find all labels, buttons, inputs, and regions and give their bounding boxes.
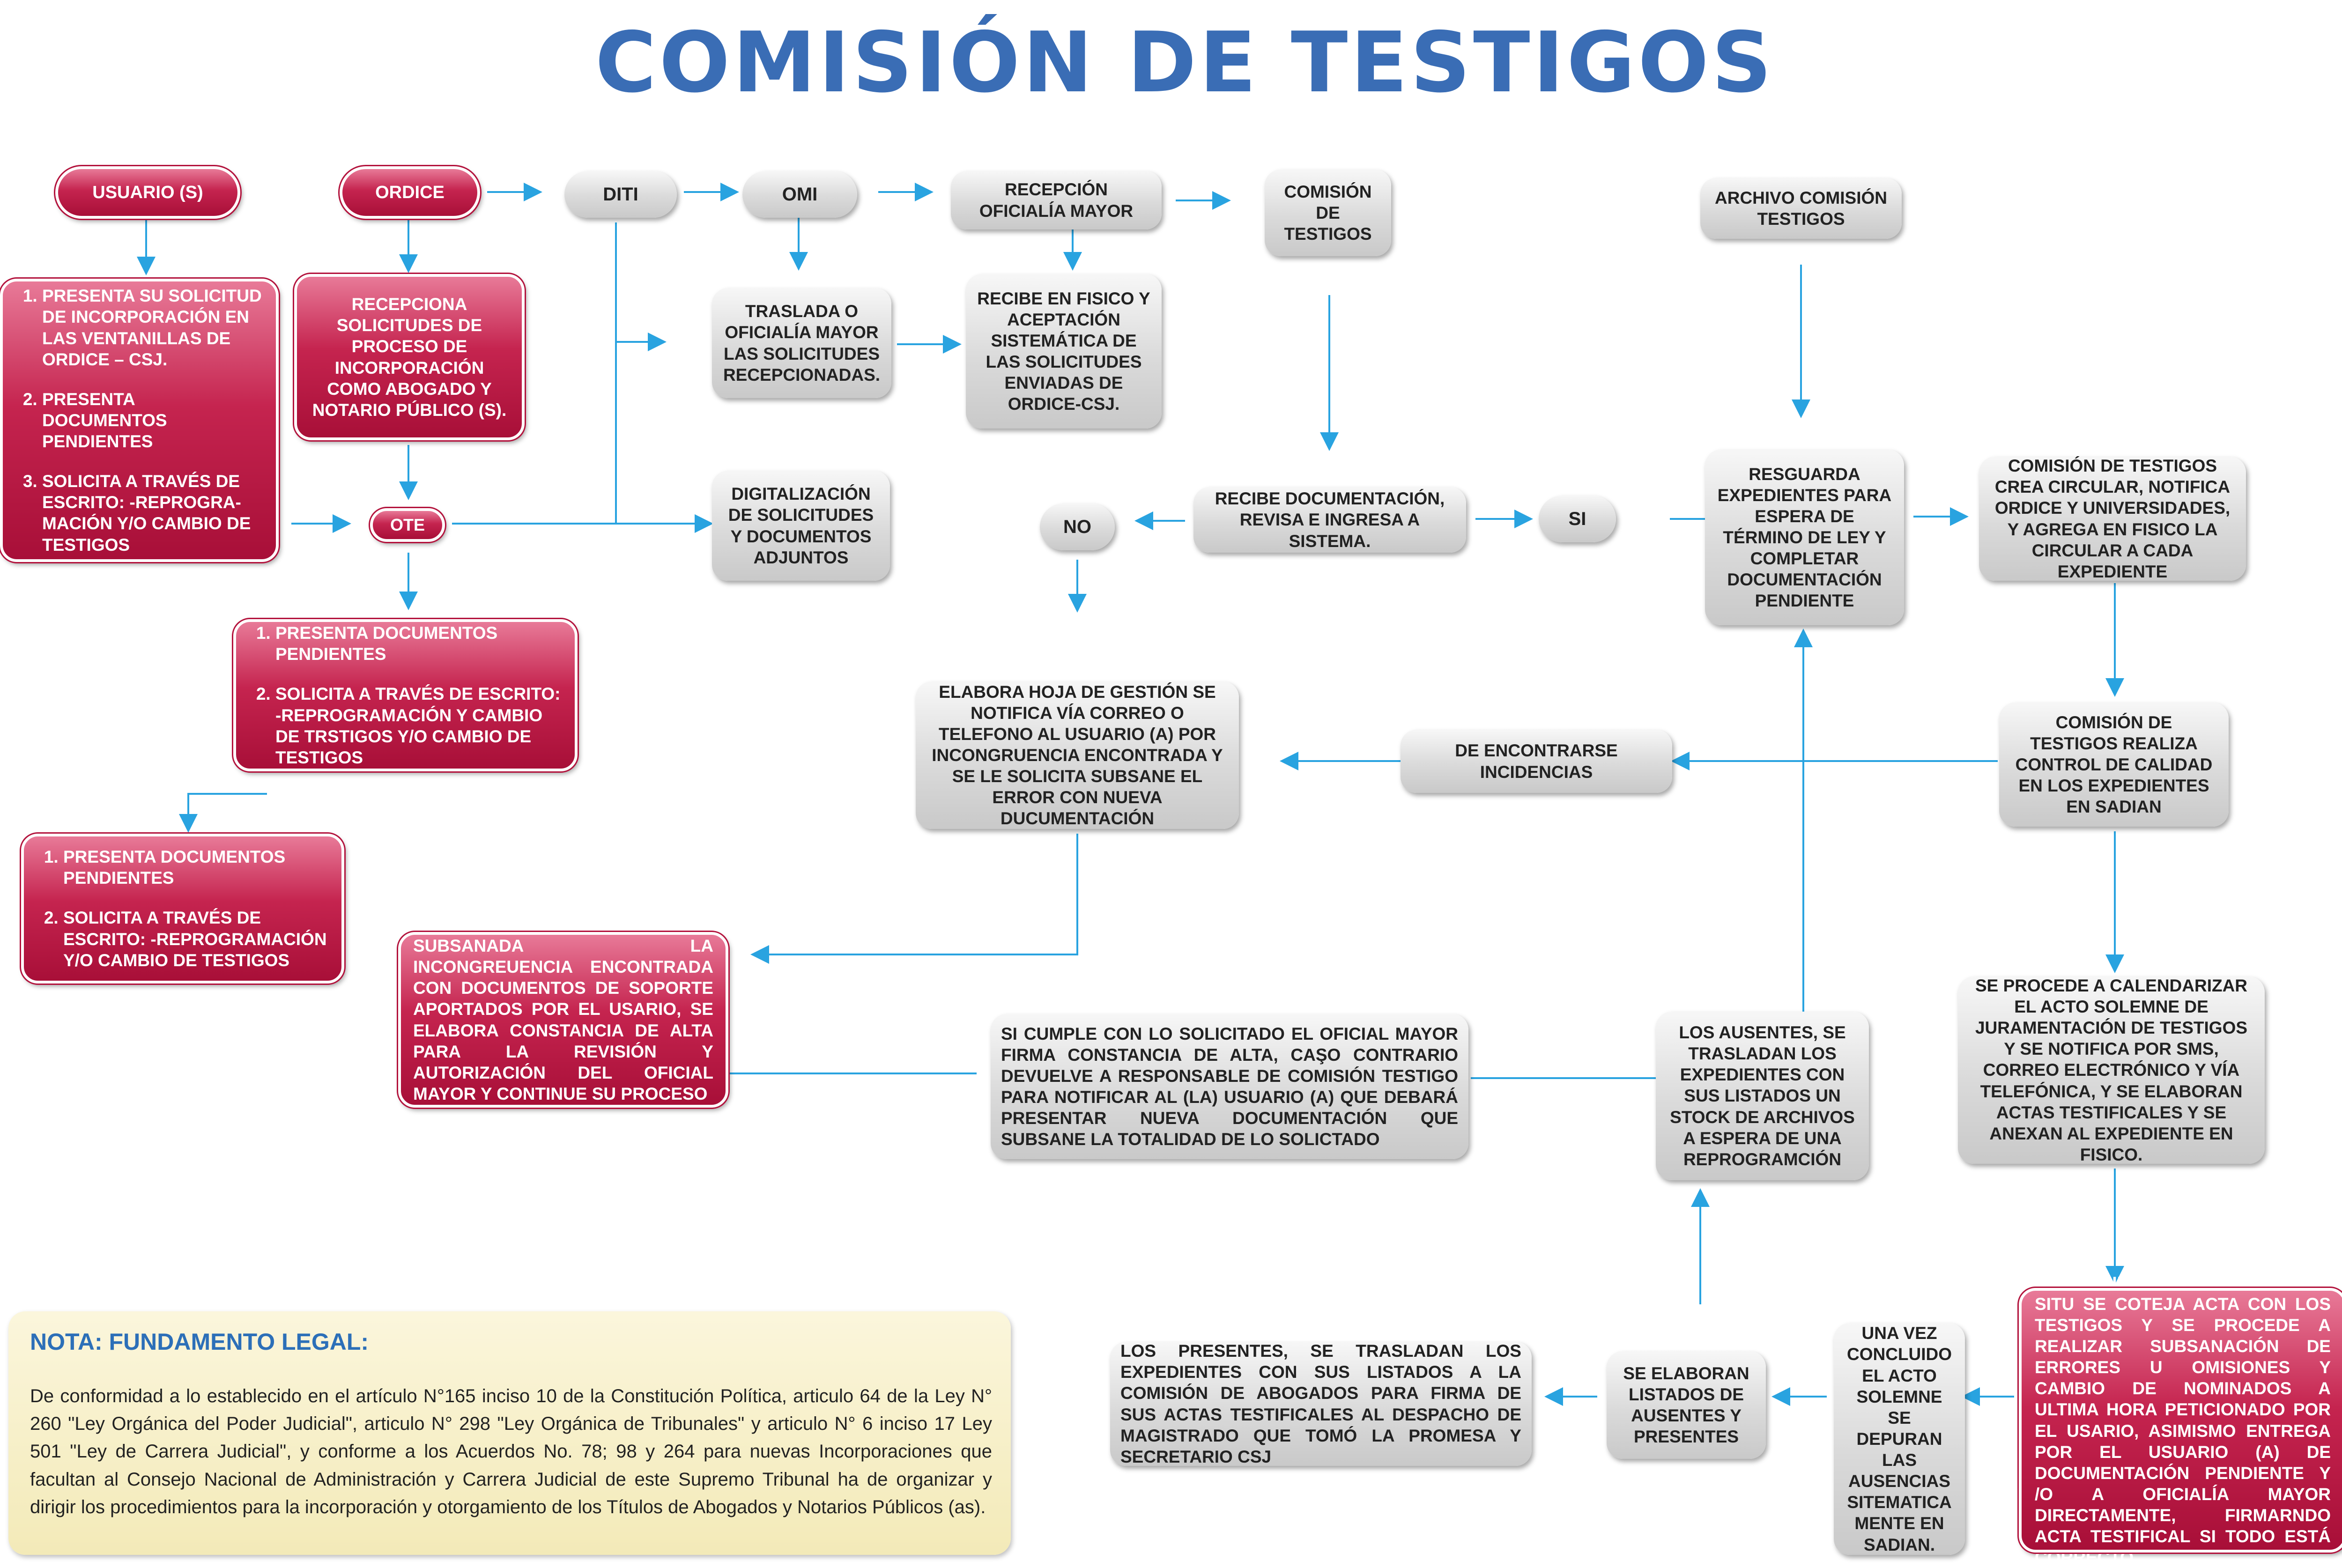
no-node: NO <box>1040 503 1115 550</box>
ordice-label: ORDICE <box>375 182 445 202</box>
recibe-fisico-label: RECIBE EN FISICO Y ACEPTACIÓN SISTEMÁTIC… <box>977 288 1150 414</box>
elaboran-listados-label: SE ELABORAN LISTADOS DE AUSENTES Y PRESE… <box>1623 1363 1749 1447</box>
recepcion-oficialia-label: RECEPCIÓN OFICIALÍA MAYOR <box>979 180 1134 221</box>
recepciona-label: RECEPCIONA SOLICITUDES DE PROCESO DE INC… <box>312 295 507 420</box>
si-cumple-label: SI CUMPLE CON LO SOLICITADO EL OFICIAL M… <box>1001 1024 1458 1149</box>
crea-circular-node: COMISIÓN DE TESTIGOS CREA CIRCULAR, NOTI… <box>1979 456 2246 581</box>
subsanada-node: SUBSANADA LA INCONGREUENCIA ENCONTRADA C… <box>397 931 730 1109</box>
ote-label: OTE <box>390 515 425 535</box>
omi-label: OMI <box>782 184 818 205</box>
control-calidad-node: COMISIÓN DE TESTIGOS REALIZA CONTROL DE … <box>1999 703 2229 827</box>
traslada-node: TRASLADA O OFICIALÍA MAYOR LAS SOLICITUD… <box>712 288 891 398</box>
recibe-doc-label: RECIBE DOCUMENTACIÓN, REVISA E INGRESA A… <box>1215 489 1445 551</box>
recibe-doc-node: RECIBE DOCUMENTACIÓN, REVISA E INGRESA A… <box>1193 487 1466 553</box>
ausentes-node: LOS AUSENTES, SE TRASLADAN LOS EXPEDIENT… <box>1656 1012 1869 1180</box>
diti-label: DITI <box>603 184 638 205</box>
comision-testigos-node: COMISIÓN DE TESTIGOS <box>1265 170 1391 256</box>
ote-step: SOLICITA A TRAVÉS DE ESCRITO: -REPROGRAM… <box>275 683 563 768</box>
usuario-node: USUARIO (S) <box>54 165 242 220</box>
omi-node: OMI <box>742 171 857 218</box>
final-step: SOLICITA A TRAVÉS DE ESCRITO: -REPROGRAM… <box>63 907 329 970</box>
una-vez-label: UNA VEZ CONCLUIDO EL ACTO SOLEMNE SE DEP… <box>1846 1324 1952 1554</box>
digitalizacion-label: DIGITALIZACIÓN DE SOLICITUDES Y DOCUMENT… <box>728 484 874 567</box>
una-vez-node: UNA VEZ CONCLUIDO EL ACTO SOLEMNE SE DEP… <box>1834 1323 1965 1555</box>
elaboran-listados-node: SE ELABORAN LISTADOS DE AUSENTES Y PRESE… <box>1607 1351 1766 1459</box>
archivo-label: ARCHIVO COMISIÓN TESTIGOS <box>1715 188 1887 229</box>
calendarizar-node: SE PROCEDE A CALENDARIZAR EL ACTO SOLEMN… <box>1958 976 2265 1164</box>
comision-testigos-label: COMISIÓN DE TESTIGOS <box>1284 182 1372 244</box>
legal-note-body: De conformidad a lo establecido en el ar… <box>30 1386 992 1517</box>
arrow-ote-steps-final <box>179 793 267 833</box>
ote-step: PRESENTA DOCUMENTOS PENDIENTES <box>275 622 563 665</box>
control-calidad-label: COMISIÓN DE TESTIGOS REALIZA CONTROL DE … <box>2015 712 2213 817</box>
usuario-step: SOLICITA A TRAVÉS DE ESCRITO: -REPROGRA-… <box>42 471 264 555</box>
ausentes-label: LOS AUSENTES, SE TRASLADAN LOS EXPEDIENT… <box>1670 1023 1855 1169</box>
resguarda-label: RESGUARDA EXPEDIENTES PARA ESPERA DE TÉR… <box>1717 464 1892 611</box>
digitalizacion-node: DIGITALIZACIÓN DE SOLICITUDES Y DOCUMENT… <box>712 471 890 581</box>
ordice-node: ORDICE <box>338 165 482 220</box>
presentes-label: LOS PRESENTES, SE TRASLADAN LOS EXPEDIEN… <box>1120 1341 1521 1466</box>
usuario-step: PRESENTA SU SOLICITUD DE INCORPORACIÓN E… <box>42 285 264 370</box>
final-step: PRESENTA DOCUMENTOS PENDIENTES <box>63 846 329 888</box>
usuario-steps-box: PRESENTA SU SOLICITUD DE INCORPORACIÓN E… <box>0 277 280 563</box>
final-steps-list: PRESENTA DOCUMENTOS PENDIENTES SOLICITA … <box>36 846 329 971</box>
page-title: COMISIÓN DE TESTIGOS <box>595 14 1775 111</box>
subsanada-label: SUBSANADA LA INCONGREUENCIA ENCONTRADA C… <box>413 936 713 1103</box>
archivo-node: ARCHIVO COMISIÓN TESTIGOS <box>1700 178 1902 239</box>
usuario-step: PRESENTA DOCUMENTOS PENDIENTES <box>42 389 264 452</box>
diti-node: DITI <box>564 171 677 218</box>
elabora-hoja-node: ELABORA HOJA DE GESTIÓN SE NOTIFICA VÍA … <box>916 681 1239 829</box>
arrow-elabora-subsanada <box>750 834 1078 964</box>
recibe-fisico-node: RECIBE EN FISICO Y ACEPTACIÓN SISTEMÁTIC… <box>966 274 1162 429</box>
recepcion-oficialia-node: RECEPCIÓN OFICIALÍA MAYOR <box>951 171 1162 229</box>
ote-node: OTE <box>369 507 446 543</box>
incidencias-node: DE ENCONTRARSE INCIDENCIAS <box>1401 730 1672 793</box>
usuario-steps-list: PRESENTA SU SOLICITUD DE INCORPORACIÓN E… <box>15 285 264 555</box>
resguarda-node: RESGUARDA EXPEDIENTES PARA ESPERA DE TÉR… <box>1705 450 1904 625</box>
acto-solemne-node: SE REALIZA ACTO SOLEMNE E IN SITU SE COT… <box>2017 1273 2342 1567</box>
si-cumple-node: SI CUMPLE CON LO SOLICITADO EL OFICIAL M… <box>991 1014 1468 1159</box>
legal-note: NOTA: FUNDAMENTO LEGAL: De conformidad a… <box>8 1311 1011 1555</box>
si-node: SI <box>1539 496 1616 542</box>
traslada-label: TRASLADA O OFICIALÍA MAYOR LAS SOLICITUD… <box>723 302 881 385</box>
presentes-node: LOS PRESENTES, SE TRASLADAN LOS EXPEDIEN… <box>1110 1341 1532 1466</box>
legal-note-title: NOTA: FUNDAMENTO LEGAL: <box>30 1329 369 1355</box>
elabora-hoja-label: ELABORA HOJA DE GESTIÓN SE NOTIFICA VÍA … <box>932 682 1223 828</box>
calendarizar-label: SE PROCEDE A CALENDARIZAR EL ACTO SOLEMN… <box>1975 976 2248 1164</box>
ote-steps-list: PRESENTA DOCUMENTOS PENDIENTES SOLICITA … <box>248 622 563 768</box>
usuario-label: USUARIO (S) <box>92 182 203 202</box>
no-label: NO <box>1063 516 1091 537</box>
incidencias-label: DE ENCONTRARSE INCIDENCIAS <box>1455 741 1618 782</box>
crea-circular-label: COMISIÓN DE TESTIGOS CREA CIRCULAR, NOTI… <box>1994 456 2231 581</box>
acto-solemne-label: SE REALIZA ACTO SOLEMNE E IN SITU SE COT… <box>2035 1273 2331 1568</box>
recepciona-node: RECEPCIONA SOLICITUDES DE PROCESO DE INC… <box>293 273 526 442</box>
ote-steps-box: PRESENTA DOCUMENTOS PENDIENTES SOLICITA … <box>232 618 579 773</box>
si-label: SI <box>1568 508 1586 529</box>
final-steps-box: PRESENTA DOCUMENTOS PENDIENTES SOLICITA … <box>20 832 346 985</box>
